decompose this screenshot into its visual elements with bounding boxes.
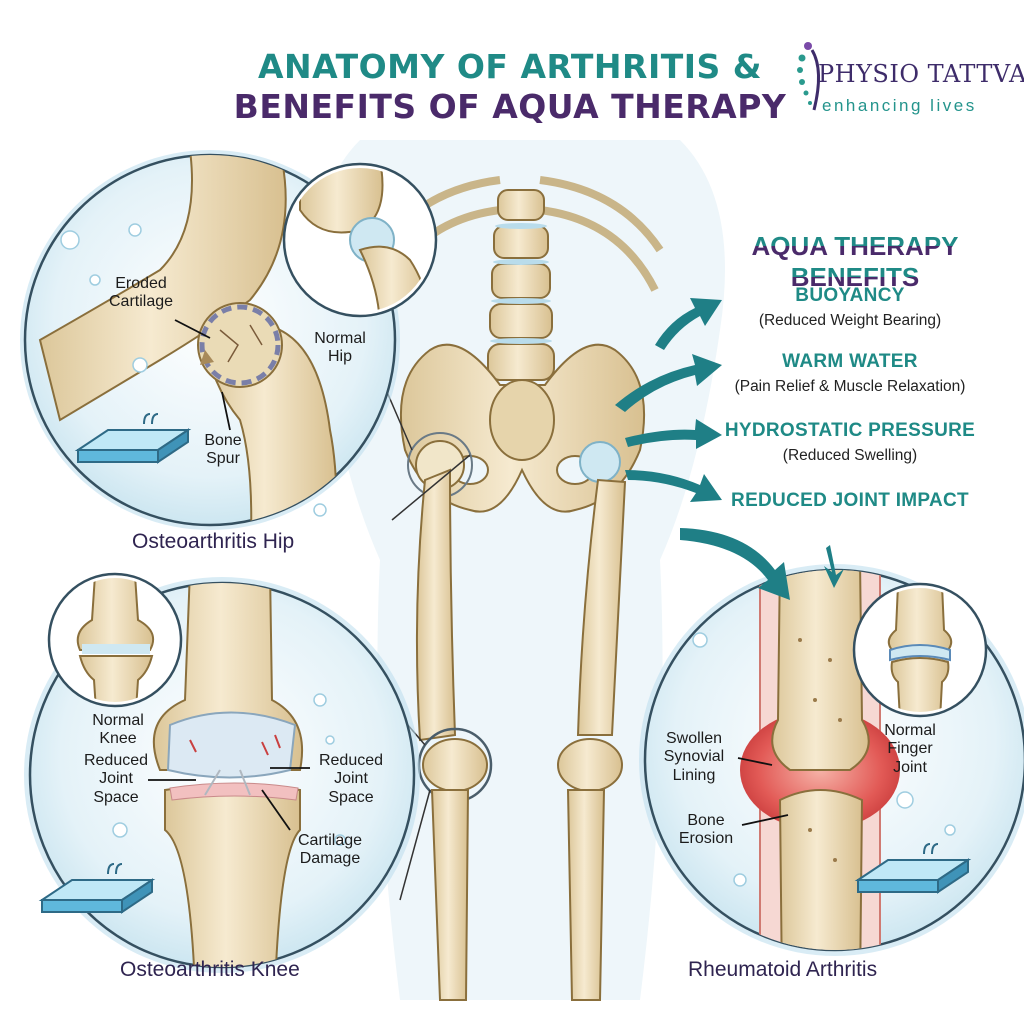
caption-rheumatoid-arthritis: Rheumatoid Arthritis [688,958,878,981]
ra-panel [639,564,1024,956]
caption-osteoarthritis-knee: Osteoarthritis Knee [120,958,300,981]
benefit-subtitle: (Reduced Weight Bearing) [758,312,942,329]
caption-osteoarthritis-hip: Osteoarthritis Hip [132,530,295,553]
skeleton [376,176,664,1001]
benefit-hydrostatic-pressure: HYDROSTATIC PRESSURE (Reduced Swelling) [700,420,1000,465]
bubble-icon [112,693,346,846]
benefit-reduced-joint-impact: REDUCED JOINT IMPACT [700,490,1000,512]
pool-icon [854,843,972,894]
logo-tagline: enhancing lives [822,96,977,115]
benefit-title: BUOYANCY [795,285,905,306]
benefit-warm-water: WARM WATER (Pain Relief & Muscle Relaxat… [700,351,1000,396]
label-normal-finger-joint: Normal Finger Joint [884,722,936,776]
femur-left [415,468,457,742]
benefit-title: HYDROSTATIC PRESSURE [724,420,976,441]
femur-right [576,478,627,736]
label-bone-erosion: Bone Erosion [678,812,734,848]
spine [487,189,555,381]
arrow-icon [615,298,844,600]
label-normal-knee: Normal Knee [92,712,144,748]
logo-name: PHYSIO TATTVA [818,60,1024,88]
label-eroded-cartilage: Eroded Cartilage [108,275,174,311]
pool-icon [74,413,192,464]
brand-logo: PHYSIO TATTVA enhancing lives [788,38,1024,122]
label-reduced-joint-space-right: Reduced Joint Space [318,752,384,806]
benefit-subtitle: (Reduced Swelling) [782,447,918,464]
knee-panel [24,572,420,973]
label-bone-spur: Bone Spur [204,432,242,468]
page-title-line2: BENEFITS OF AQUA THERAPY [233,87,787,126]
benefits-heading-text: AQUA THERAPY BENEFITS [751,231,959,293]
label-normal-hip: Normal Hip [314,330,366,366]
benefit-buoyancy: BUOYANCY (Reduced Weight Bearing) [700,285,1000,330]
label-swollen-synovial-lining: Swollen Synovial Lining [663,730,725,784]
label-reduced-joint-space-left: Reduced Joint Space [83,752,149,806]
pool-icon [38,863,156,914]
benefit-title: WARM WATER [782,351,918,372]
benefit-subtitle: (Pain Relief & Muscle Relaxation) [734,378,966,395]
logo-dots-icon [797,42,820,111]
benefits-heading: AQUA THERAPY BENEFITS [710,200,1000,294]
bubble-icon [692,632,956,887]
label-cartilage-damage: Cartilage Damage [297,832,363,868]
benefit-title: REDUCED JOINT IMPACT [731,490,969,511]
page-title-line1: ANATOMY OF ARTHRITIS & [257,47,763,86]
